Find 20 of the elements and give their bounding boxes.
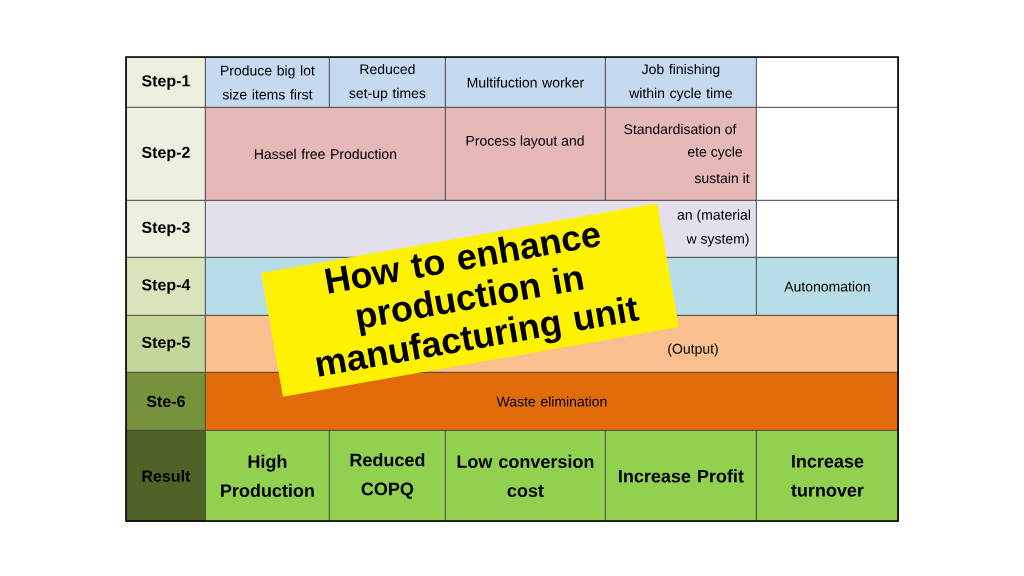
result-cell: Low conversion cost	[445, 430, 606, 522]
step-label-cell: Step-4	[126, 257, 206, 316]
result-cell: Increase turnover	[756, 430, 899, 522]
step-label-cell: Step-3	[126, 200, 206, 258]
table-cell: Autonomation	[756, 257, 899, 316]
table-cell: Standardisation of ete cycle sustain it	[605, 107, 757, 201]
result-cell: Increase Profit	[605, 430, 757, 522]
step-label-cell: Step-2	[126, 107, 206, 201]
table-cell: Process layout and	[445, 107, 606, 201]
step-label-cell: Step-1	[126, 57, 206, 108]
step-label-cell: Result	[126, 430, 206, 522]
step-label-cell: Ste-6	[126, 372, 206, 431]
table-cell: Multifuction worker	[445, 57, 606, 108]
table-cell: Reduced set-up times	[329, 57, 446, 108]
result-cell: Reduced COPQ	[329, 430, 446, 522]
table-cell: Job finishing within cycle time	[605, 57, 757, 108]
step-label-cell: Step-5	[126, 315, 206, 373]
result-cell: High Production	[205, 430, 330, 522]
table-cell: Hassel free Production	[205, 107, 446, 201]
table-cell: Produce big lot size items first	[205, 57, 330, 108]
